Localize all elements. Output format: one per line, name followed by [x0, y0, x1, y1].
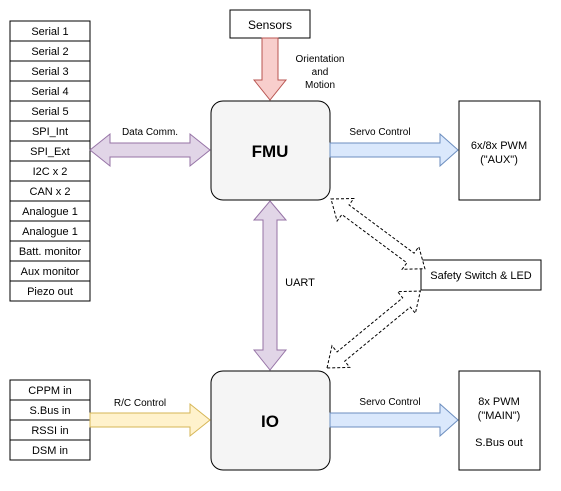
interface-item-label: SPI_Ext: [30, 146, 70, 158]
sensors-box: [229, 9, 311, 39]
interface-item-label: CAN x 2: [30, 186, 71, 198]
aux-pwm-box: [458, 100, 541, 201]
servo-fmu-arrow: [329, 132, 459, 168]
safety-io-arrow: [326, 290, 421, 369]
orientation-label-3: Motion: [305, 80, 335, 91]
interface-item-label: Serial 3: [31, 66, 68, 78]
rc-input-item-label: RSSI in: [31, 425, 68, 437]
safety-switch-box: [420, 259, 542, 291]
fmu-label: FMU: [252, 142, 289, 161]
data-comm-label: Data Comm.: [122, 127, 178, 138]
orientation-arrow: [252, 37, 288, 101]
aux-pwm-label-2: ("AUX"): [480, 154, 518, 166]
rc-input-list: CPPM in S.Bus in RSSI in DSM in: [9, 379, 91, 461]
rc-input-item-label: CPPM in: [28, 385, 71, 397]
main-pwm-label-1: 8x PWM: [478, 396, 520, 408]
interface-item-label: Serial 2: [31, 46, 68, 58]
safety-fmu-arrow: [330, 197, 426, 270]
interface-item-label: Serial 4: [31, 86, 68, 98]
uart-label: UART: [285, 277, 315, 289]
rc-input-item-cell: [9, 439, 91, 461]
servo-io-arrow: [329, 402, 459, 438]
rc-input-item-label: S.Bus in: [30, 405, 71, 417]
interface-item-label: Serial 1: [31, 26, 68, 38]
servo-io-label: Servo Control: [359, 397, 420, 408]
main-pwm-label-2: ("MAIN"): [478, 410, 521, 422]
rc-control-label: R/C Control: [114, 398, 166, 409]
aux-pwm-label-1: 6x/8x PWM: [471, 140, 527, 152]
orientation-label-1: Orientation: [296, 54, 345, 65]
interface-item-label: SPI_Int: [32, 126, 68, 138]
sensors-label: Sensors: [248, 18, 292, 32]
interface-item-label: Analogue 1: [22, 226, 78, 238]
interface-item-label: Analogue 1: [22, 206, 78, 218]
interface-list: Serial 1 Serial 2 Serial 3 Serial 4 Serial 5…: [9, 20, 91, 302]
interface-item-label: Batt. monitor: [19, 246, 82, 258]
interface-item-label: Serial 5: [31, 106, 68, 118]
main-pwm-label-4: S.Bus out: [475, 437, 523, 449]
rc-input-item-label: DSM in: [32, 445, 68, 457]
uart-arrow: [252, 200, 288, 371]
safety-switch-label: Safety Switch & LED: [430, 270, 532, 282]
interface-item-label: Piezo out: [27, 286, 73, 298]
main-pwm-box: [458, 370, 541, 471]
io-label: IO: [261, 412, 279, 431]
orientation-label-2: and: [312, 67, 329, 78]
data-comm-arrow: [89, 132, 211, 168]
interface-item-label: I2C x 2: [33, 166, 68, 178]
interface-item-cell: [9, 280, 91, 302]
rc-control-arrow: [89, 402, 211, 438]
servo-fmu-label: Servo Control: [349, 127, 410, 138]
interface-item-label: Aux monitor: [21, 266, 80, 278]
